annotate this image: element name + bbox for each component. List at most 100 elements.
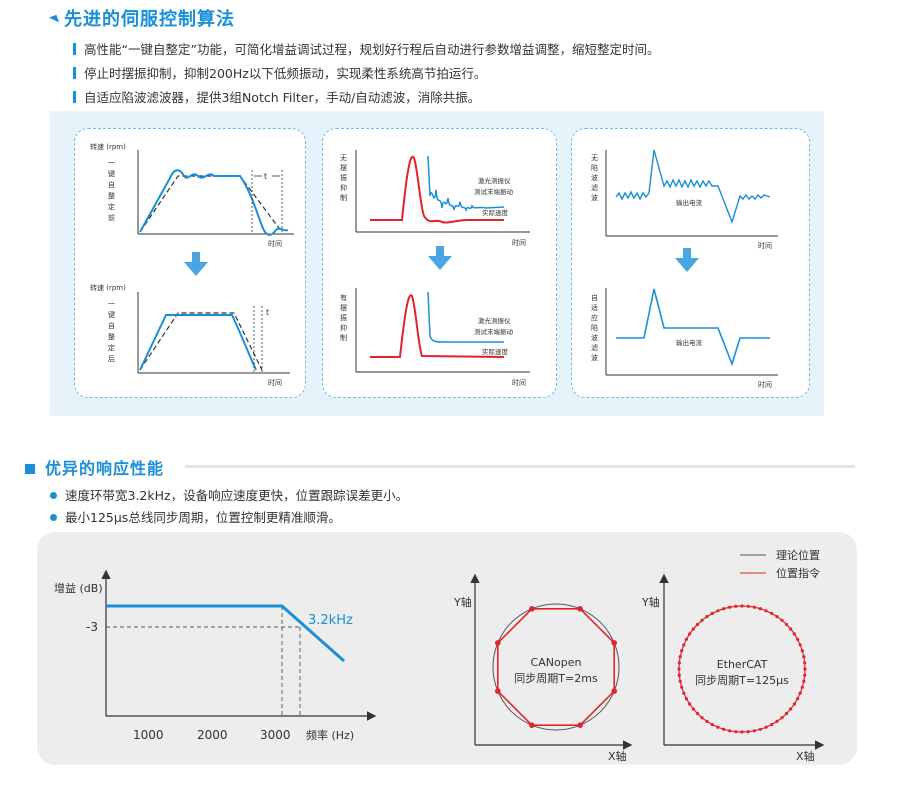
canopen-point — [529, 722, 535, 728]
ethercat-point — [775, 719, 779, 723]
svg-text:测试末端振动: 测试末端振动 — [474, 327, 514, 336]
bode-bandwidth-label: 3.2kHz — [308, 613, 353, 628]
ylabel-vertical: 有摆振抑制 — [340, 293, 347, 342]
svg-text:时间: 时间 — [512, 378, 526, 387]
card3-top-chart: 无陷波滤波 输出电流 时间 — [591, 149, 778, 250]
response-svg: 增益 (dB) -3 3.2kHz 1000 2000 3000 频率 (Hz)… — [54, 548, 825, 763]
ethercat-point — [678, 655, 682, 659]
ethercat-point — [752, 605, 756, 609]
svg-text:X轴: X轴 — [608, 749, 627, 763]
ethercat-point — [691, 627, 695, 631]
ethercat-point — [803, 673, 807, 677]
ethercat-point — [695, 711, 700, 716]
down-arrow-icon — [184, 252, 208, 276]
svg-text:激光测振仪: 激光测振仪 — [478, 176, 511, 185]
ethercat-point — [798, 643, 802, 647]
bode-xlabel: 频率 (Hz) — [306, 728, 354, 742]
ethercat-point — [800, 649, 804, 653]
ethercat-point — [682, 691, 686, 695]
ethercat-point — [752, 729, 756, 733]
response-panel — [37, 532, 857, 765]
ethercat-point — [740, 730, 744, 734]
svg-text:同步周期T=125μs: 同步周期T=125μs — [695, 674, 789, 687]
diagram-svg: 转速 (rpm) 一键自整定前 t 时间 转速 (rpm) 一键自整定后 t 时… — [90, 142, 778, 389]
canopen-point — [611, 688, 617, 694]
ethercat-point — [770, 611, 774, 615]
bullet-bar-icon — [73, 43, 76, 55]
svg-text:EtherCAT: EtherCAT — [717, 658, 768, 671]
ethercat-point — [688, 702, 692, 706]
ethercat-chart: Y轴 EtherCAT 同步周期T=125μs X轴 — [641, 573, 825, 763]
svg-text:转速 (rpm): 转速 (rpm) — [90, 283, 126, 292]
ethercat-point — [722, 607, 726, 611]
ethercat-point — [677, 661, 681, 665]
ethercat-point — [764, 609, 768, 613]
side-label: 一键自整定后 — [108, 300, 115, 363]
side-label: 一键自整定前 — [108, 159, 115, 222]
svg-text:t: t — [266, 308, 269, 317]
svg-text:Y轴: Y轴 — [453, 595, 472, 609]
card1-bottom-chart: 转速 (rpm) 一键自整定后 t 时间 — [90, 283, 290, 387]
bode-x-tick: 3000 — [260, 728, 291, 742]
ethercat-point — [792, 632, 797, 636]
section-title-text: 优异的响应性能 — [45, 459, 165, 478]
ethercat-point — [770, 723, 774, 727]
ethercat-point — [802, 655, 806, 659]
bode-y-tick: -3 — [86, 620, 98, 634]
ylabel: 转速 (rpm) — [90, 142, 126, 151]
bullet-item: 停止时摆振抑制，抑制200Hz以下低频振动，实现柔性系统高节拍运行。 — [73, 63, 486, 82]
ethercat-point — [680, 685, 684, 689]
card1-top-chart: 转速 (rpm) 一键自整定前 t 时间 — [90, 142, 294, 248]
ethercat-point — [705, 615, 709, 619]
canopen-point — [577, 606, 583, 612]
section-divider — [185, 465, 855, 468]
ethercat-point — [796, 697, 800, 701]
ethercat-point — [764, 725, 768, 729]
svg-text:时间: 时间 — [758, 241, 772, 250]
bode-x-tick: 2000 — [197, 728, 228, 742]
ethercat-point — [680, 649, 684, 653]
canopen-point — [577, 722, 583, 728]
svg-text:时间: 时间 — [758, 380, 772, 389]
ylabel-vertical: 自适应陷波滤波 — [591, 293, 598, 362]
ethercat-point — [710, 611, 714, 615]
ethercat-point — [691, 707, 695, 711]
bullet-item: 自适应陷波滤波器，提供3组Notch Filter，手动/自动滤波，消除共振。 — [73, 87, 480, 106]
ethercat-point — [678, 679, 682, 683]
ethercat-point — [716, 609, 720, 613]
svg-text:输出电流: 输出电流 — [676, 338, 703, 347]
ethercat-point — [798, 691, 802, 695]
ethercat-point — [803, 661, 807, 665]
ethercat-point — [705, 719, 709, 723]
canopen-points — [495, 606, 617, 728]
bode-chart: 增益 (dB) -3 3.2kHz 1000 2000 3000 频率 (Hz) — [54, 569, 377, 742]
canopen-point — [495, 688, 501, 694]
svg-text:Y轴: Y轴 — [641, 595, 660, 609]
svg-text:时间: 时间 — [268, 378, 282, 387]
svg-text:时间: 时间 — [512, 238, 526, 247]
bullet-item: 高性能“一键自整定”功能，可简化增益调试过程，规划好行程后自动进行参数增益调整，… — [73, 39, 659, 58]
ethercat-point — [789, 627, 793, 631]
ethercat-point — [684, 637, 689, 641]
canopen-point — [529, 606, 535, 612]
svg-text:测试末端振动: 测试末端振动 — [474, 187, 514, 196]
ethercat-point — [746, 604, 750, 608]
ethercat-points — [677, 604, 807, 734]
ethercat-point — [700, 618, 704, 622]
ylabel-vertical: 无摆振抑制 — [340, 154, 347, 202]
svg-text:时间: 时间 — [268, 239, 282, 248]
canopen-chart: Y轴 CANopen 同步周期T=2ms X轴 — [453, 573, 633, 763]
svg-text:输出电流: 输出电流 — [676, 198, 703, 207]
ethercat-point — [784, 711, 789, 716]
ethercat-point — [688, 632, 692, 636]
ethercat-point — [746, 730, 750, 734]
ethercat-point — [677, 673, 681, 677]
ethercat-point — [803, 667, 807, 671]
ethercat-point — [700, 716, 704, 720]
svg-text:实际速度: 实际速度 — [482, 347, 509, 356]
ethercat-point — [734, 730, 738, 734]
ethercat-point — [728, 605, 732, 609]
card2-bottom-chart: 有摆振抑制 激光测振仪 测试末端振动 实际速度 时间 — [340, 288, 530, 387]
canopen-point — [495, 640, 501, 646]
ethercat-point — [758, 607, 762, 611]
